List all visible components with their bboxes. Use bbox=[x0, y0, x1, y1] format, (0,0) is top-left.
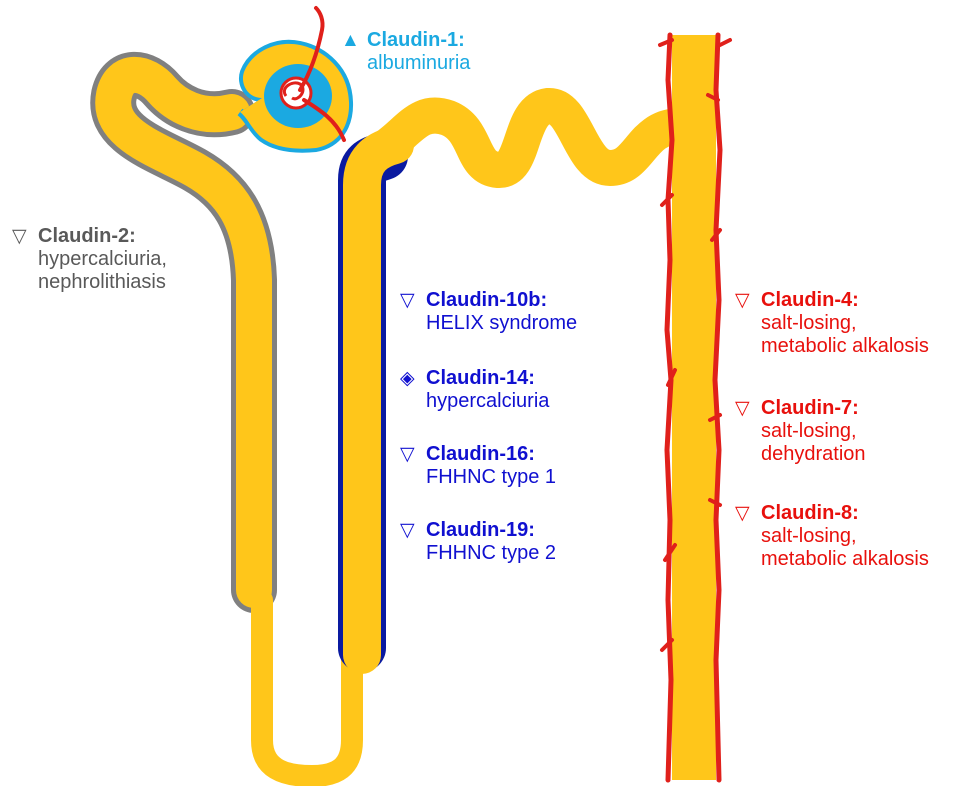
glomerulus bbox=[240, 8, 349, 149]
triangle-outline-icon: ▽ bbox=[400, 289, 426, 312]
label-claudin-10b: ▽ Claudin-10b: HELIX syndrome bbox=[400, 289, 577, 335]
triangle-outline-icon: ▽ bbox=[735, 502, 761, 525]
claudin-8-name: Claudin-8: bbox=[761, 502, 859, 525]
triangle-outline-icon: ▽ bbox=[400, 443, 426, 466]
triangle-outline-icon: ▽ bbox=[400, 519, 426, 542]
claudin-4-name: Claudin-4: bbox=[761, 289, 859, 312]
claudin-16-name: Claudin-16: bbox=[426, 443, 535, 466]
label-claudin-14: ◈ Claudin-14: hypercalciuria bbox=[400, 367, 549, 413]
label-claudin-1: ▲ Claudin-1: albuminuria bbox=[341, 29, 470, 75]
diamond-icon: ◈ bbox=[400, 367, 426, 390]
label-claudin-2: ▽ Claudin-2: hypercalciuria, nephrolithi… bbox=[12, 225, 167, 294]
triangle-outline-icon: ▽ bbox=[735, 289, 761, 312]
claudin-14-name: Claudin-14: bbox=[426, 367, 535, 390]
label-claudin-19: ▽ Claudin-19: FHHNC type 2 bbox=[400, 519, 556, 565]
thick-ascending-limb bbox=[362, 145, 395, 655]
claudin-19-name: Claudin-19: bbox=[426, 519, 535, 542]
label-claudin-4: ▽ Claudin-4: salt-losing, metabolic alka… bbox=[735, 289, 929, 358]
claudin-7-desc-line-2: dehydration bbox=[735, 443, 866, 466]
claudin-8-desc-line-1: salt-losing, bbox=[735, 525, 929, 548]
label-claudin-16: ▽ Claudin-16: FHHNC type 1 bbox=[400, 443, 556, 489]
claudin-7-name: Claudin-7: bbox=[761, 397, 859, 420]
claudin-19-desc-line-1: FHHNC type 2 bbox=[400, 542, 556, 565]
claudin-10b-desc-line-1: HELIX syndrome bbox=[400, 312, 577, 335]
claudin-2-name: Claudin-2: bbox=[38, 225, 136, 248]
claudin-4-desc-line-2: metabolic alkalosis bbox=[735, 335, 929, 358]
claudin-1-desc-line-1: albuminuria bbox=[341, 52, 470, 75]
claudin-1-name: Claudin-1: bbox=[367, 29, 465, 52]
collecting-duct bbox=[672, 35, 716, 780]
claudin-8-desc-line-2: metabolic alkalosis bbox=[735, 548, 929, 571]
label-claudin-7: ▽ Claudin-7: salt-losing, dehydration bbox=[735, 397, 866, 466]
loop-of-henle bbox=[254, 585, 352, 776]
triangle-filled-icon: ▲ bbox=[341, 29, 367, 52]
triangle-outline-icon: ▽ bbox=[735, 397, 761, 420]
distal-convoluted-tubule bbox=[385, 106, 678, 170]
claudin-2-desc-line-2: nephrolithiasis bbox=[12, 271, 167, 294]
claudin-14-desc-line-1: hypercalciuria bbox=[400, 390, 549, 413]
claudin-7-desc-line-1: salt-losing, bbox=[735, 420, 866, 443]
label-claudin-8: ▽ Claudin-8: salt-losing, metabolic alka… bbox=[735, 502, 929, 571]
triangle-outline-icon: ▽ bbox=[12, 225, 38, 248]
claudin-10b-name: Claudin-10b: bbox=[426, 289, 547, 312]
claudin-4-desc-line-1: salt-losing, bbox=[735, 312, 929, 335]
claudin-16-desc-line-1: FHHNC type 1 bbox=[400, 466, 556, 489]
claudin-2-desc-line-1: hypercalciuria, bbox=[12, 248, 167, 271]
